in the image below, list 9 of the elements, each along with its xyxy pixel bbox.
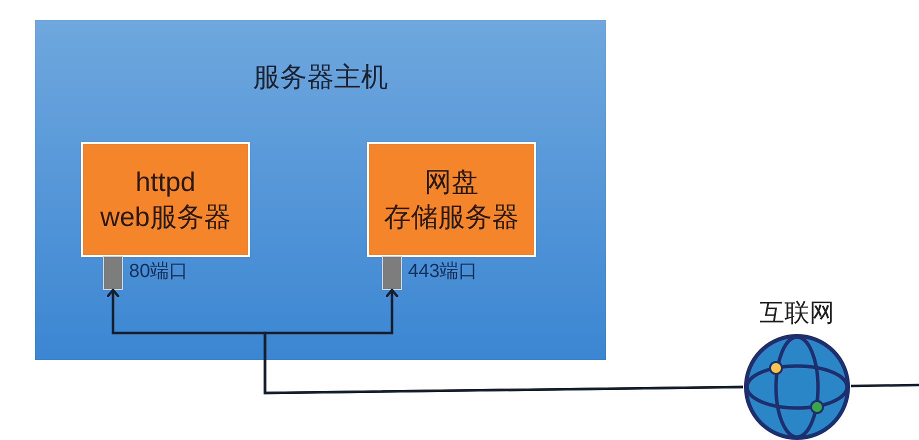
server-box: httpd web服务器 bbox=[81, 142, 250, 257]
arrow bbox=[264, 288, 744, 394]
box-title: 服务器主机 bbox=[253, 62, 388, 92]
port-label: 443端口 bbox=[408, 261, 478, 283]
connector-line bbox=[850, 384, 919, 388]
node-label: 互联网 bbox=[760, 298, 834, 328]
host-box bbox=[35, 20, 606, 360]
port-label: 80端口 bbox=[129, 261, 188, 283]
server-box: 网盘 存储服务器 bbox=[367, 142, 536, 257]
